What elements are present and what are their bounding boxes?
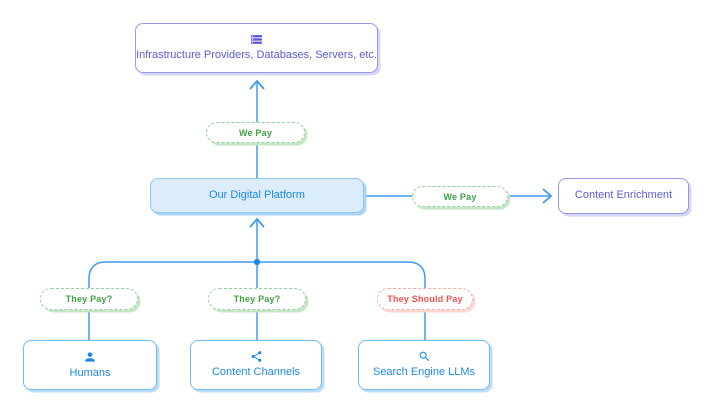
edge-label-text: They Should Pay [387, 294, 463, 304]
node-content-enrichment-label: Content Enrichment [574, 189, 673, 202]
edge-label-we-pay-top: We Pay [206, 122, 305, 143]
search-icon [419, 352, 429, 362]
node-content-channels-label: Content Channels [211, 366, 301, 379]
edge-label-text: We Pay [238, 127, 273, 138]
node-platform: Our Digital Platform [150, 178, 364, 213]
up-arrowhead-platform [249, 217, 265, 228]
node-infrastructure-label: Infrastructure Providers, Databases, Ser… [136, 49, 377, 62]
edge-label-we-pay-right: We Pay [412, 186, 508, 207]
node-search-engine-llms: Search Engine LLMs [358, 340, 490, 390]
right-arrowhead-content-enrichment [542, 188, 553, 204]
node-content-enrichment: Content Enrichment [558, 178, 689, 214]
node-platform-label: Our Digital Platform [209, 188, 305, 201]
edge-label-text: They Pay? [233, 294, 281, 304]
node-search-engine-llms-label: Search Engine LLMs [372, 366, 476, 379]
edge-label-they-should-pay: They Should Pay [377, 288, 473, 310]
edge-label-text: They Pay? [65, 294, 113, 304]
node-content-channels: Content Channels [190, 340, 322, 390]
up-arrowhead-infrastructure [249, 79, 265, 90]
storage-icon [251, 35, 262, 45]
edge-label-text: We Pay [443, 191, 477, 202]
junction-dot [253, 258, 261, 266]
person-icon [85, 352, 95, 362]
share-icon [251, 351, 261, 363]
node-humans: Humans [23, 340, 157, 390]
node-humans-label: Humans [69, 366, 111, 379]
node-infrastructure: Infrastructure Providers, Databases, Ser… [135, 23, 378, 73]
edge-label-they-pay-channels: They Pay? [208, 288, 306, 310]
edge-label-they-pay-humans: They Pay? [40, 288, 138, 310]
